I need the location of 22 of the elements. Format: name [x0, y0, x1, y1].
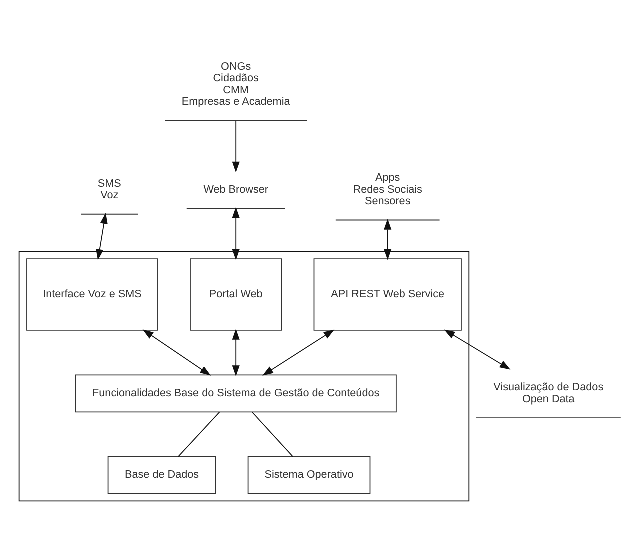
node-box: Funcionalidades Base do Sistema de Gestão de Conteúdos	[75, 374, 397, 413]
node-box: Interface Voz e SMS	[26, 258, 158, 331]
cluster	[18, 251, 470, 502]
arrow	[262, 330, 335, 376]
arrow	[232, 207, 240, 260]
connector	[252, 412, 294, 458]
arrow	[96, 213, 108, 260]
arrow	[232, 329, 240, 376]
node-text: SMS Voz	[98, 178, 122, 202]
arrow	[444, 330, 511, 370]
node-box: Base de Dados	[108, 456, 216, 494]
arrow	[232, 120, 240, 173]
node-box: Sistema Operativo	[248, 456, 371, 494]
node-text: ONGs Cidadãos CMM Empresas e Academia	[182, 60, 290, 108]
node-box: Portal Web	[190, 258, 282, 331]
arrow	[142, 330, 212, 376]
node-box: API REST Web Service	[314, 258, 462, 331]
arrow	[384, 219, 392, 260]
node-text: Visualização de Dados Open Data	[494, 382, 604, 406]
node-text: Web Browser	[204, 184, 269, 196]
node-text: Apps Redes Sociais Sensores	[353, 172, 422, 208]
connector	[178, 412, 220, 458]
